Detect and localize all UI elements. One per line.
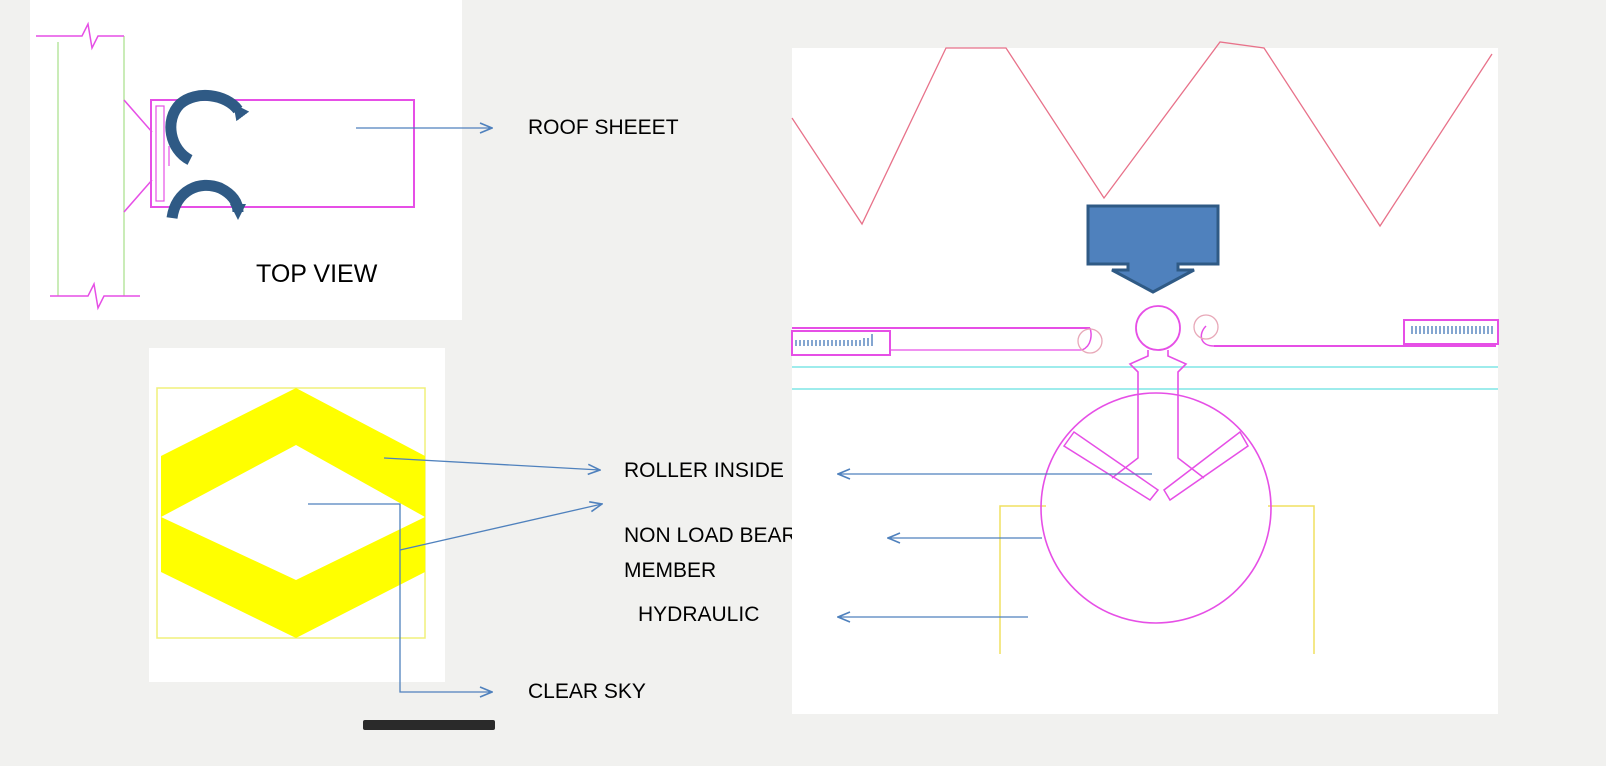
break-line-bottom <box>50 281 140 311</box>
small-roller-right <box>1193 314 1219 340</box>
roof-zigzag <box>791 41 1493 228</box>
member-label: MEMBER <box>624 559 716 582</box>
sheet-left-texture <box>795 334 873 346</box>
hydraulic-label: HYDRAULIC <box>638 603 759 626</box>
sheet-right-curl <box>1200 325 1215 347</box>
arm-links <box>1111 440 1205 479</box>
break-line-top <box>36 21 124 51</box>
arm-left <box>1062 430 1160 501</box>
bottom-dark-bar <box>363 720 495 730</box>
top-view-panel: TOP VIEW <box>30 0 492 320</box>
sheet-edge-strip <box>155 105 165 202</box>
main-roller <box>1135 305 1181 351</box>
non-load-bearing-label: NON LOAD BEARING <box>624 524 834 547</box>
leader-non-load-bearing <box>399 504 602 551</box>
sheet-right-texture <box>1411 326 1493 334</box>
small-roller-left <box>1077 328 1103 354</box>
top-view-background <box>30 0 462 320</box>
leader-roller-inside <box>383 457 600 470</box>
brace-bottom <box>123 179 153 213</box>
brace-top <box>123 99 153 133</box>
section-view-panel <box>791 41 1499 714</box>
sheet-right-box <box>1403 319 1499 345</box>
press-arrow-icon <box>1086 204 1220 294</box>
section-view-background <box>792 48 1498 714</box>
rotation-arrow-icon <box>165 89 250 165</box>
hydraulic-drum <box>1040 392 1272 624</box>
top-view-label: TOP VIEW <box>256 260 378 288</box>
roof-sheet-label: ROOF SHEEET <box>528 116 679 139</box>
support-right <box>1268 505 1315 654</box>
support-left <box>999 505 1046 654</box>
roller-inside-label: ROLLER INSIDE <box>624 459 784 482</box>
sheet-left-box <box>791 330 891 356</box>
roof-sheet-outline <box>150 99 415 208</box>
sheet-left-curl <box>1081 327 1092 351</box>
leader-clear-sky <box>308 503 492 692</box>
clear-sky-label: CLEAR SKY <box>528 680 646 703</box>
skylight-panel <box>149 348 602 692</box>
arm-right <box>1163 430 1249 502</box>
hexagon-frame <box>161 388 425 638</box>
rotation-arrow-icon <box>166 179 246 220</box>
